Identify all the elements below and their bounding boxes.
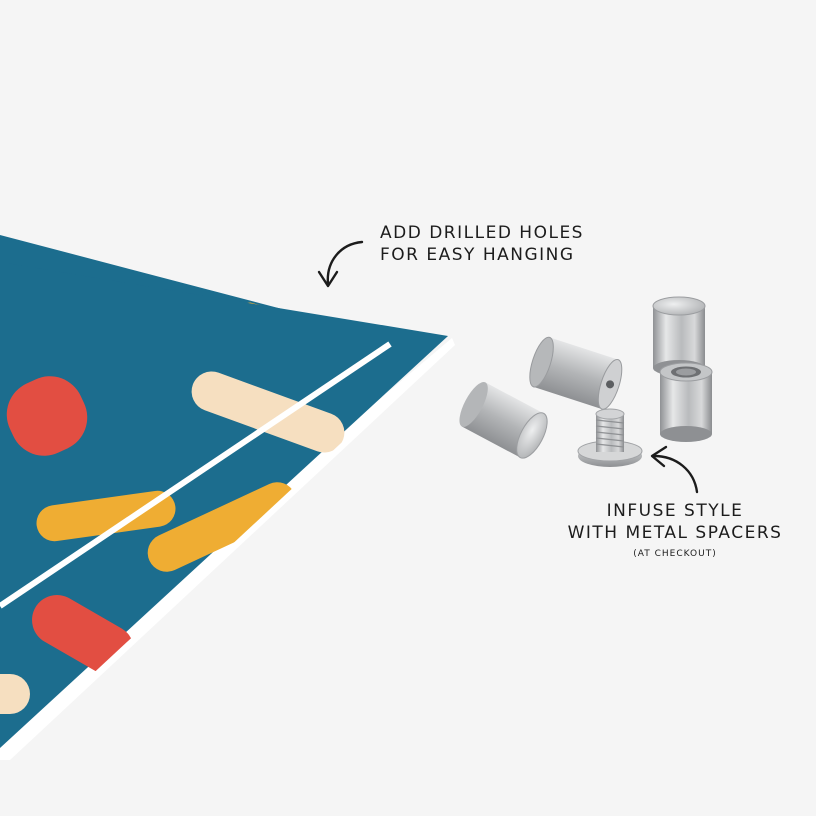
annotation-line: Infuse style (606, 501, 744, 521)
lying-spacer-barrel (529, 336, 623, 410)
annotation-line: for easy hanging (380, 245, 575, 266)
threaded-screw (577, 408, 643, 467)
lying-spacer-cap (459, 381, 548, 459)
front-acrylic-panel (0, 262, 455, 760)
curved-arrow-icon (317, 240, 364, 288)
annotation-note: (at checkout) (633, 548, 717, 559)
annotation-line: Add drilled holes (380, 223, 584, 243)
metal-spacers-annotation: Infuse style with metal spacers (at chec… (560, 500, 790, 561)
curved-arrow-icon (650, 445, 699, 494)
panel-edge (0, 341, 392, 609)
drilled-holes-annotation: Add drilled holes for easy hanging (380, 222, 584, 267)
standing-spacer-barrel (659, 362, 713, 442)
annotation-line: with metal spacers (567, 523, 783, 544)
